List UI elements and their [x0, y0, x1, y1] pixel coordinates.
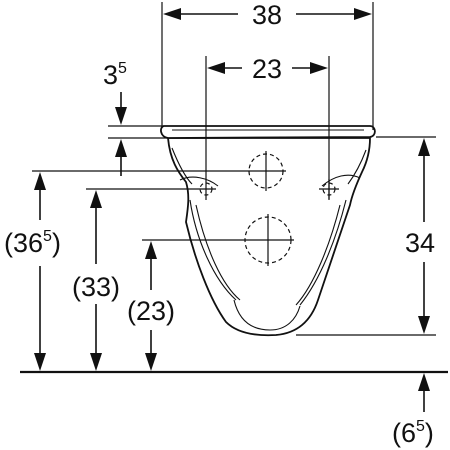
rim-height-sup: 5	[43, 228, 52, 245]
svg-text:(65): (65)	[392, 418, 434, 448]
floor-offset-suffix: )	[425, 418, 434, 448]
rim-height-prefix: (36	[4, 228, 43, 258]
bowl-inner-left	[189, 199, 237, 301]
dim-outlet-height: (23)	[127, 239, 242, 371]
bowl-inner-left-2	[195, 204, 241, 301]
bowl-inner-right-2	[295, 204, 341, 306]
rim-thickness-sup: 5	[118, 60, 127, 77]
bolt-spacing-label: 23	[252, 54, 282, 84]
bowl-side-right	[347, 149, 367, 185]
dim-bolt-spacing: 23	[205, 54, 330, 200]
svg-text:35: 35	[103, 60, 127, 90]
rim-outline	[160, 125, 376, 139]
dim-rim-thickness: 35	[103, 60, 168, 176]
outlet-height-label: (23)	[127, 296, 175, 326]
bowl-body-outline	[167, 137, 371, 337]
dim-floor-offset: (65)	[392, 373, 434, 448]
height-front-label: 34	[405, 228, 435, 258]
rim-thickness-base: 3	[103, 60, 118, 90]
bolt-height-label: (33)	[72, 272, 120, 302]
dim-width-total: 38	[161, 0, 374, 130]
bowl-inner-bottom	[233, 299, 301, 331]
dim-height-front: 34	[296, 136, 436, 336]
rim-height-suffix: )	[52, 228, 61, 258]
dim-rim-height: (365)	[4, 170, 246, 371]
bowl-wing-left	[179, 176, 219, 187]
hidden-holes	[196, 151, 339, 266]
dim-bolt-height: (33)	[72, 188, 196, 371]
bowl-inner-right	[299, 199, 347, 306]
bowl-wing-right	[321, 174, 361, 187]
width-total-label: 38	[252, 0, 282, 30]
svg-text:(365): (365)	[4, 228, 61, 258]
floor-offset-prefix: (6	[392, 418, 416, 448]
floor-offset-sup: 5	[416, 418, 425, 435]
